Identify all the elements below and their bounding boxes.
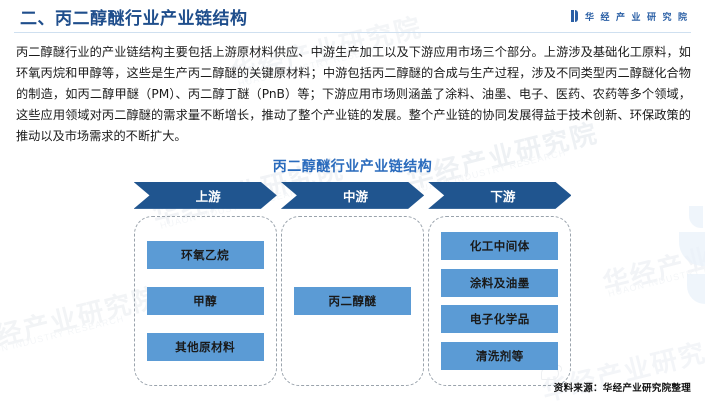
node-item: 其他原材料 [146, 332, 264, 361]
stage-label: 上游 [195, 188, 221, 204]
stage-chevron-midstream: 中游 [281, 182, 424, 209]
value-chain-figure: 丙二醇醚行业产业链结构 上游 中游 下游 环氧乙烷 甲醇 其他原材料 丙二醇醚 … [0, 156, 705, 386]
intro-paragraph: 丙二醇醚行业的产业链结构主要包括上游原材料供应、中游生产加工以及下游应用市场三个… [16, 45, 691, 143]
brand-bars-icon [570, 10, 580, 22]
brand-name: 华 经 产 业 研 究 院 [584, 11, 689, 22]
node-item: 丙二醇醚 [293, 286, 412, 315]
stage-chevron-row: 上游 中游 下游 [134, 182, 572, 209]
page-title: 二、丙二醇醚行业产业链结构 [20, 8, 248, 29]
stage-chevron-upstream: 上游 [134, 182, 277, 209]
brand-logo: 华 经 产 业 研 究 院 [570, 10, 689, 23]
node-item: 涂料及油墨 [441, 268, 559, 297]
node-item: 化工中间体 [441, 231, 559, 260]
figure-title: 丙二醇醚行业产业链结构 [272, 158, 433, 175]
stage-label: 下游 [490, 188, 516, 204]
stage-label: 中游 [342, 188, 368, 204]
column-midstream: 丙二醇醚 [280, 215, 425, 386]
page-header: 二、丙二醇醚行业产业链结构 华 经 产 业 研 究 院 [0, 0, 705, 32]
source-note: 资料来源：华经产业研究院整理 [553, 383, 691, 394]
node-item: 环氧乙烷 [146, 240, 264, 269]
node-item: 清洗剂等 [441, 341, 559, 370]
header-divider [14, 32, 691, 33]
stage-columns: 环氧乙烷 甲醇 其他原材料 丙二醇醚 化工中间体 涂料及油墨 电子化学品 清洗剂… [133, 215, 572, 386]
stage-chevron-downstream: 下游 [428, 182, 571, 209]
node-item: 甲醇 [146, 286, 264, 315]
column-upstream: 环氧乙烷 甲醇 其他原材料 [133, 215, 277, 386]
column-downstream: 化工中间体 涂料及油墨 电子化学品 清洗剂等 [428, 215, 572, 386]
node-item: 电子化学品 [441, 305, 559, 334]
